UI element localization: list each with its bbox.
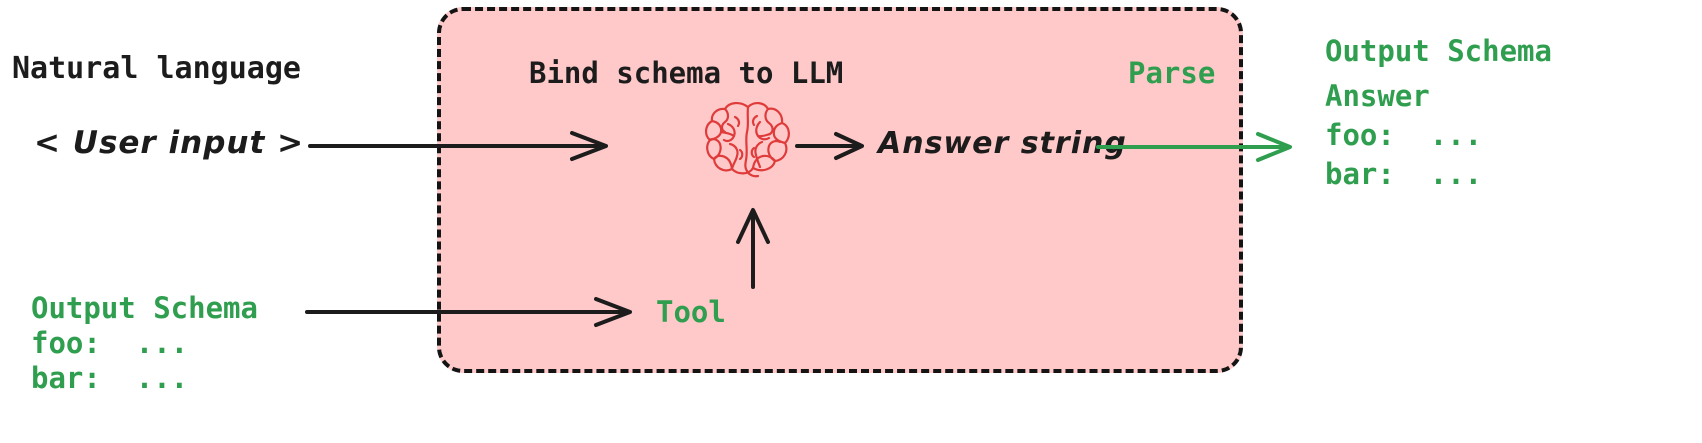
input-output-schema-block: Output Schema foo: ... bar: ...: [31, 291, 258, 396]
input-schema-line-foo: foo: ...: [31, 326, 189, 360]
output-schema-title: Output Schema: [1325, 34, 1552, 68]
brain-icon: [700, 98, 796, 178]
output-answer-label: Answer: [1325, 79, 1430, 113]
output-schema-line-foo: foo: ...: [1325, 118, 1483, 152]
output-schema-line-bar: bar: ...: [1325, 157, 1483, 191]
output-schema-block: Output Schema Answer foo: ... bar: ...: [1325, 32, 1552, 194]
answer-string-label: Answer string: [878, 126, 1127, 161]
user-input-text: < User input >: [34, 125, 305, 161]
input-schema-title: Output Schema: [31, 291, 258, 325]
tool-label: Tool: [656, 295, 726, 329]
natural-language-label: Natural language: [12, 51, 301, 86]
input-schema-line-bar: bar: ...: [31, 361, 189, 395]
parse-label: Parse: [1128, 56, 1216, 90]
bind-schema-label: Bind schema to LLM: [529, 56, 844, 90]
